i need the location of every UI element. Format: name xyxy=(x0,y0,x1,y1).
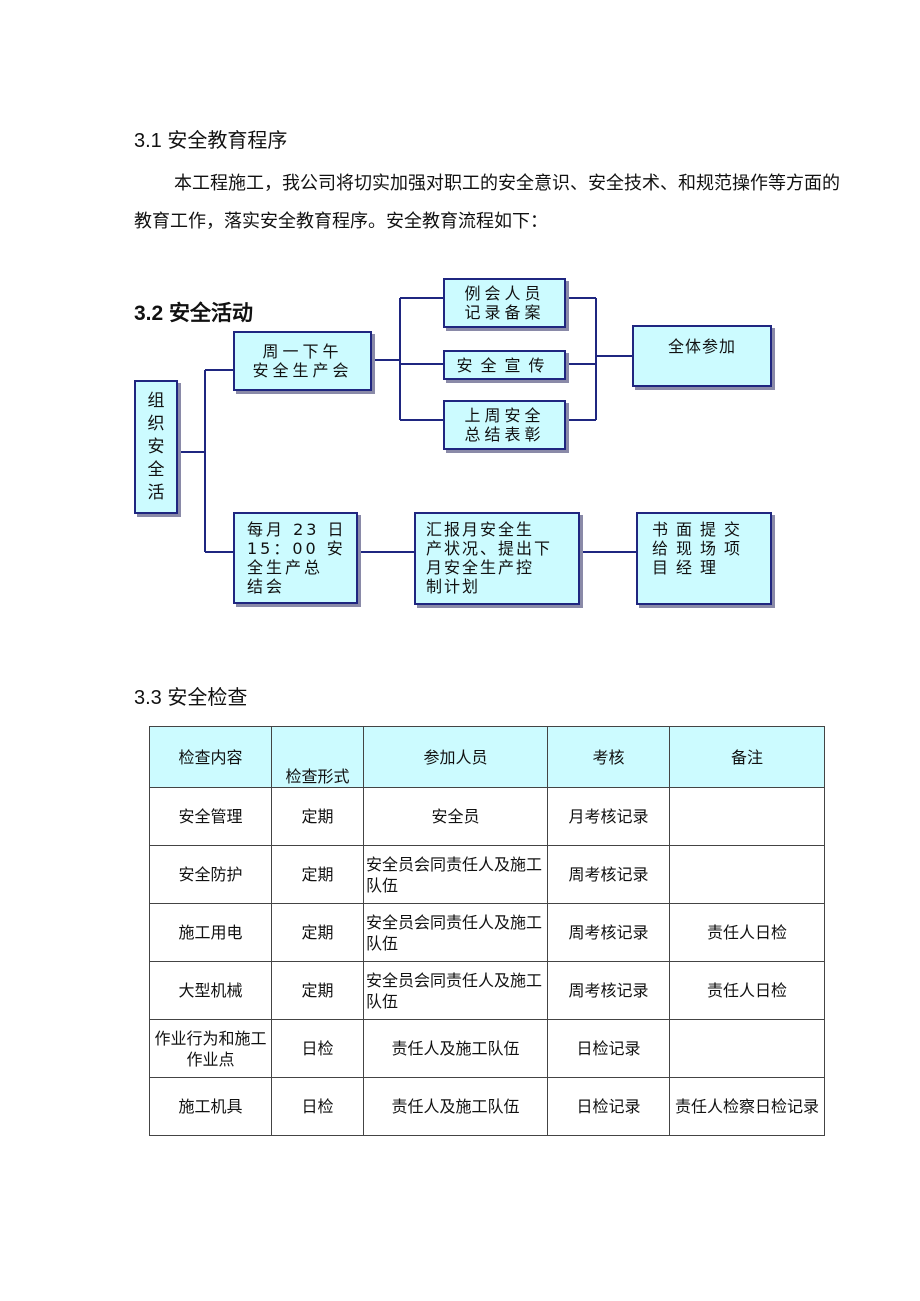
cell xyxy=(669,845,825,904)
cell: 责任人检察日检记录 xyxy=(669,1077,825,1136)
cell: 周考核记录 xyxy=(547,961,670,1020)
cell: 日检 xyxy=(271,1019,364,1078)
section-title-3-1: 3.1 安全教育程序 xyxy=(134,130,288,152)
cell: 日检 xyxy=(271,1077,364,1136)
cell: 周考核记录 xyxy=(547,903,670,962)
cell: 安全员会同责任人及施工队伍 xyxy=(363,961,548,1020)
cell: 作业行为和施工作业点 xyxy=(149,1019,272,1078)
header-content: 检查内容 xyxy=(149,726,272,788)
last-week-summary-box: 上周安全总结表彰 xyxy=(443,400,566,450)
cell: 日检记录 xyxy=(547,1019,670,1078)
propaganda-box: 安全宣传 xyxy=(443,350,566,380)
cell: 安全员会同责任人及施工队伍 xyxy=(363,845,548,904)
section-title-3-3: 3.3 安全检查 xyxy=(134,687,248,709)
cell: 定期 xyxy=(271,903,364,962)
intro-paragraph: 本工程施工，我公司将切实加强对职工的安全意识、安全技术、和规范操作等方面的教育工… xyxy=(134,173,840,232)
table-row: 安全防护 定期 安全员会同责任人及施工队伍 周考核记录 xyxy=(149,845,825,904)
written-submit-box: 书面提交给现场项目经理 xyxy=(636,512,772,605)
organize-activity-box: 组织安全活 xyxy=(134,380,178,514)
table-row: 大型机械 定期 安全员会同责任人及施工队伍 周考核记录 责任人日检 xyxy=(149,961,825,1020)
flow-connectors xyxy=(178,297,636,553)
section-title-3-2: 3.2 安全活动 xyxy=(134,302,254,325)
cell xyxy=(669,787,825,846)
cell: 安全防护 xyxy=(149,845,272,904)
header-participants: 参加人员 xyxy=(363,726,548,788)
cell: 定期 xyxy=(271,961,364,1020)
cell: 责任人日检 xyxy=(669,903,825,962)
cell: 定期 xyxy=(271,787,364,846)
cell: 安全员 xyxy=(363,787,548,846)
table-row: 安全管理 定期 安全员 月考核记录 xyxy=(149,787,825,846)
header-remarks: 备注 xyxy=(669,726,825,788)
cell: 责任人及施工队伍 xyxy=(363,1019,548,1078)
table-row: 施工用电 定期 安全员会同责任人及施工队伍 周考核记录 责任人日检 xyxy=(149,903,825,962)
all-participate-box: 全体参加 xyxy=(632,325,772,387)
meeting-record-box: 例会人员记录备案 xyxy=(443,278,566,328)
header-assessment: 考核 xyxy=(547,726,670,788)
cell: 安全管理 xyxy=(149,787,272,846)
cell: 施工用电 xyxy=(149,903,272,962)
cell: 责任人及施工队伍 xyxy=(363,1077,548,1136)
safety-inspection-table: 检查内容 检查形式 参加人员 考核 备注 安全管理 定期 安全员 月考核记录 安… xyxy=(149,726,825,1136)
cell: 定期 xyxy=(271,845,364,904)
table-header-row: 检查内容 检查形式 参加人员 考核 备注 xyxy=(149,726,825,788)
weekly-meeting-box: 周一下午安全生产会 xyxy=(233,331,372,391)
cell: 安全员会同责任人及施工队伍 xyxy=(363,903,548,962)
cell: 大型机械 xyxy=(149,961,272,1020)
cell: 日检记录 xyxy=(547,1077,670,1136)
header-form: 检查形式 xyxy=(271,726,364,788)
cell: 月考核记录 xyxy=(547,787,670,846)
table-row: 作业行为和施工作业点 日检 责任人及施工队伍 日检记录 xyxy=(149,1019,825,1078)
cell: 责任人日检 xyxy=(669,961,825,1020)
cell: 周考核记录 xyxy=(547,845,670,904)
table-row: 施工机具 日检 责任人及施工队伍 日检记录 责任人检察日检记录 xyxy=(149,1077,825,1136)
cell: 施工机具 xyxy=(149,1077,272,1136)
report-plan-box: 汇报月安全生产状况、提出下月安全生产控制计划 xyxy=(414,512,580,605)
cell xyxy=(669,1019,825,1078)
